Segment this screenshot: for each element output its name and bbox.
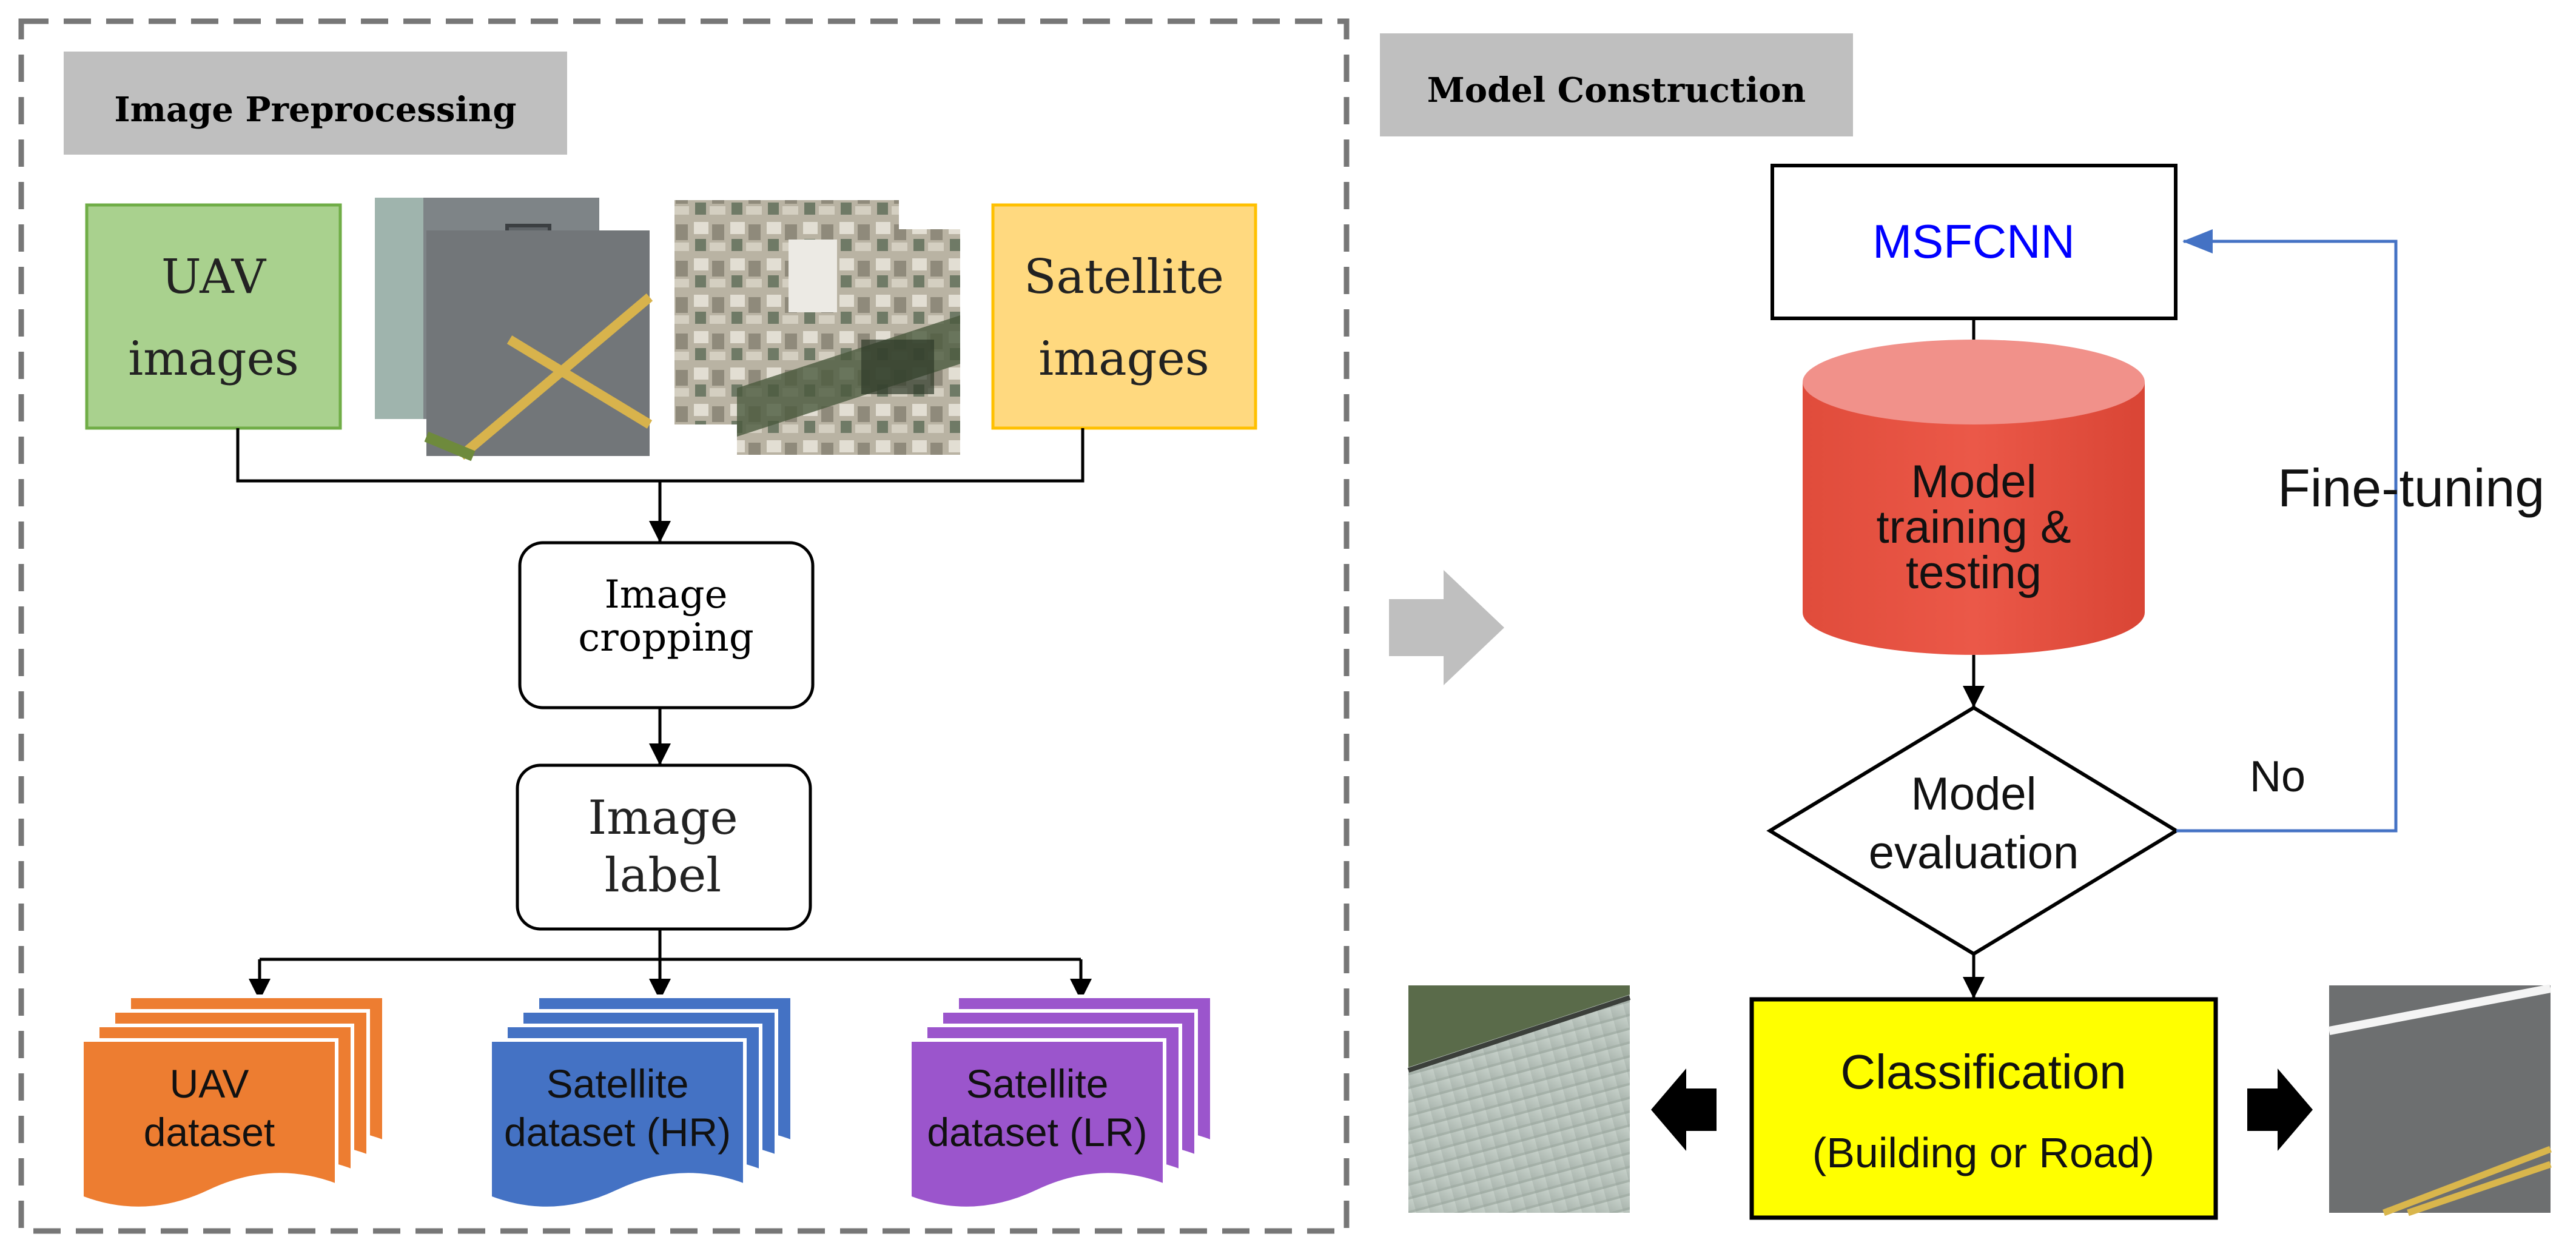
satellite-lr-dataset-label-1: Satellite (966, 1061, 1109, 1106)
classification-box (1749, 997, 2218, 1220)
satellite-images-label-1: Satellite (1024, 250, 1224, 304)
model-construction-header: Model Construction (1427, 70, 1806, 110)
training-label-2: training & (1876, 501, 2071, 553)
msfcnn-label: MSFCNN (1872, 215, 2075, 268)
evaluation-label-2: evaluation (1869, 827, 2079, 879)
classification-label-2: (Building or Road) (1812, 1129, 2154, 1176)
image-label-label-1: Image (588, 791, 738, 845)
classification-label-1: Classification (1840, 1045, 2126, 1099)
satellite-hr-dataset-sheet (488, 1038, 747, 1210)
image-cropping-label-1: Image (605, 572, 728, 617)
uav-sample-images (375, 198, 653, 461)
uav-images-box (85, 203, 342, 430)
image-cropping-box (518, 541, 815, 709)
uav-dataset-sheet (80, 1038, 338, 1210)
uav-images-label-1: UAV (161, 250, 267, 304)
msfcnn-box (1771, 164, 2177, 320)
preprocessing-panel-border (18, 18, 1350, 1234)
training-label-1: Model (1911, 456, 2037, 508)
image-label-label-2: label (605, 848, 722, 903)
satellite-lr-dataset-sheet (908, 1038, 1166, 1210)
satellite-hr-dataset-label-1: Satellite (546, 1061, 689, 1106)
model-construction-header-bg (1380, 33, 1853, 136)
satellite-hr-dataset-label-2: dataset (HR) (504, 1110, 731, 1155)
finetune-label: Fine-tuning (2278, 458, 2544, 518)
preprocessing-header: Image Preprocessing (114, 90, 516, 130)
satellite-images-label-2: images (1038, 332, 1209, 386)
satellite-sample-images (674, 200, 960, 455)
image-cropping-label-2: cropping (578, 615, 754, 660)
road-output-image (2328, 984, 2552, 1216)
no-label: No (2250, 753, 2305, 801)
satellite-images-box (991, 203, 1257, 430)
big-transition-arrow (1389, 570, 1504, 685)
finetune-feedback-line (2176, 229, 2398, 833)
model-training-database (1803, 340, 2145, 655)
satellite-lr-dataset-label-2: dataset (LR) (927, 1110, 1147, 1155)
uav-dataset-label-2: dataset (144, 1110, 275, 1155)
training-label-3: testing (1906, 547, 2042, 599)
image-label-box (516, 763, 812, 931)
evaluation-label-1: Model (1911, 768, 2037, 820)
preprocessing-header-bg (64, 52, 567, 155)
left-output-arrow (1651, 1068, 1717, 1151)
uav-dataset-label-1: UAV (170, 1061, 249, 1106)
right-output-arrow (2247, 1068, 2313, 1151)
building-output-image (1407, 985, 1631, 1213)
uav-images-label-2: images (128, 332, 299, 386)
